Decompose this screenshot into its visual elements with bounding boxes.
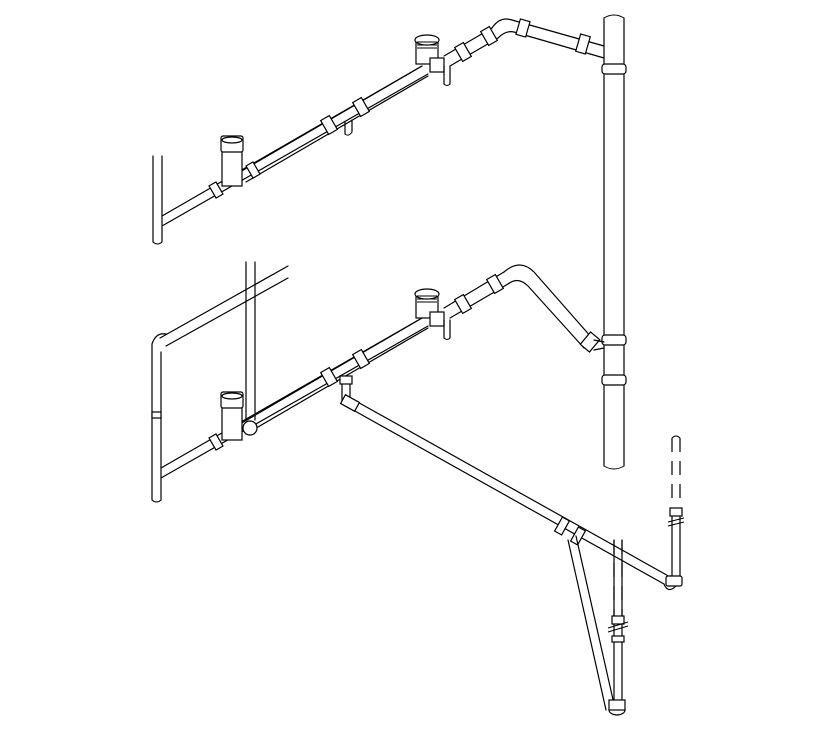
lower-branch	[151, 261, 685, 716]
cleanout-icon	[414, 34, 451, 86]
vertical-stack	[601, 14, 627, 470]
elbow-fitting	[491, 18, 605, 59]
tee-fitting	[220, 135, 244, 187]
upper-branch	[152, 18, 605, 245]
break-symbol	[667, 517, 685, 527]
